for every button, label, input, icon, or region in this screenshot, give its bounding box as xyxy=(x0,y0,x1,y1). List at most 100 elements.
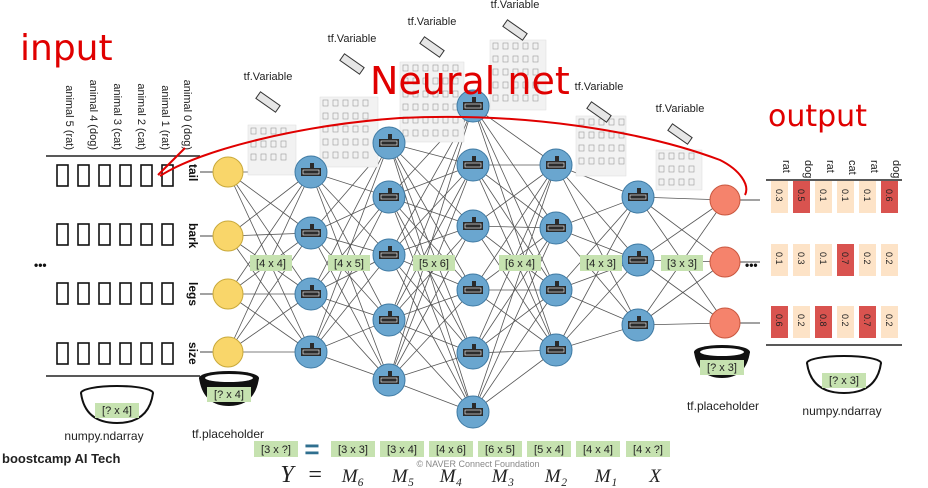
edge xyxy=(310,293,390,381)
machine-icon xyxy=(379,139,399,147)
building-window xyxy=(352,151,359,159)
machine-icon-detail xyxy=(547,225,565,231)
building-window xyxy=(502,68,509,76)
building-window xyxy=(598,144,605,152)
tf-variable-label: tf.Variable xyxy=(575,81,624,93)
edge xyxy=(637,261,726,326)
machine-icon-top xyxy=(555,281,559,286)
building-window xyxy=(280,153,287,161)
feature-label: tail xyxy=(186,164,200,181)
output-cell xyxy=(793,181,810,213)
layer-shape-tag xyxy=(661,255,703,271)
machine-icon xyxy=(546,161,566,169)
handwriting-neural-net: Neural net xyxy=(370,59,570,103)
edge xyxy=(388,164,474,256)
input-cell xyxy=(119,164,132,187)
edge xyxy=(388,142,474,413)
building-window xyxy=(322,138,329,146)
layer-shape-label: [4 x 5] xyxy=(334,258,364,270)
machine-icon xyxy=(463,222,483,230)
equation-shape-tag xyxy=(254,441,298,457)
layer-shape-tag xyxy=(250,255,292,271)
machine-icon xyxy=(379,251,399,259)
machine-icon xyxy=(379,193,399,201)
equation-term: Y xyxy=(280,462,296,488)
machine-icon-detail xyxy=(464,409,482,415)
output-cell xyxy=(837,306,854,338)
boostcamp-logo: boostcamp AI Tech xyxy=(2,451,121,466)
building-window xyxy=(598,157,605,165)
equation-equals-sign: = xyxy=(304,434,319,464)
output-cell xyxy=(815,181,832,213)
output-bowl-label: numpy.ndarray xyxy=(802,404,881,418)
output-cell-value: 0.2 xyxy=(884,314,894,327)
building-window xyxy=(402,129,409,137)
building-window xyxy=(532,68,539,76)
building-window xyxy=(678,152,685,160)
input-bowl-label: numpy.ndarray xyxy=(64,429,143,443)
building-window xyxy=(522,94,529,102)
edge xyxy=(310,232,390,381)
equation-shape: [3 x ?] xyxy=(261,444,291,456)
building-window xyxy=(270,153,277,161)
building-window xyxy=(678,165,685,173)
machine-icon xyxy=(463,102,483,110)
edge xyxy=(472,105,557,229)
building-window xyxy=(332,112,339,120)
output-cell-value: 0.1 xyxy=(862,189,872,202)
building-window xyxy=(522,68,529,76)
machine-icon-detail xyxy=(629,322,647,328)
output-bowl-shape-tag xyxy=(822,373,866,388)
building-window xyxy=(532,81,539,89)
input-cell xyxy=(161,342,174,365)
edge xyxy=(388,289,474,381)
ellipsis-right: ••• xyxy=(745,258,758,272)
output-class-label: dog xyxy=(802,160,814,178)
building-window xyxy=(260,153,267,161)
machine-icon xyxy=(628,193,648,201)
machine-icon-top xyxy=(310,285,314,290)
machine-icon xyxy=(546,286,566,294)
edge xyxy=(472,164,557,227)
output-cell xyxy=(859,306,876,338)
building-window xyxy=(442,64,449,72)
machine-icon-detail xyxy=(302,230,320,236)
building-window xyxy=(412,90,419,98)
output-cell-value: 0.1 xyxy=(774,252,784,265)
output-cell-value: 0.2 xyxy=(884,252,894,265)
machine-icon xyxy=(628,256,648,264)
building-window xyxy=(522,55,529,63)
output-cell-value: 0.3 xyxy=(796,252,806,265)
input-node xyxy=(212,278,244,310)
equation-shape: [6 x 5] xyxy=(485,444,515,456)
machine-icon-top xyxy=(637,188,641,193)
machine-icon-detail xyxy=(464,223,482,229)
building-window xyxy=(532,55,539,63)
input-node xyxy=(212,336,244,368)
input-animal-label: animal 4 (dog) xyxy=(87,80,99,150)
edge xyxy=(472,164,557,229)
machine-icon xyxy=(463,349,483,357)
machine-icon-top xyxy=(388,371,392,376)
input-cell xyxy=(56,282,69,305)
layer-shape-label: [4 x 3] xyxy=(586,258,616,270)
equation-term: = xyxy=(307,462,323,488)
machine-icon-top xyxy=(472,156,476,161)
output-node xyxy=(709,246,741,278)
output-cell-value: 0.2 xyxy=(796,314,806,327)
machine-icon-detail xyxy=(547,287,565,293)
equation-term: M₃ xyxy=(491,466,514,487)
machine-icon xyxy=(463,161,483,169)
machine-icon-detail xyxy=(380,377,398,383)
edge xyxy=(555,227,639,326)
machine-icon-top xyxy=(310,224,314,229)
output-node xyxy=(709,307,741,339)
layer-shape-tags: [4 x 4][4 x 5][5 x 6][6 x 4][4 x 3][3 x … xyxy=(250,255,703,271)
machine-icon-detail xyxy=(464,287,482,293)
edge xyxy=(388,142,474,227)
machine-icon-detail xyxy=(302,349,320,355)
building-window xyxy=(618,131,625,139)
equation-term: M₆ xyxy=(341,466,364,487)
input-cell xyxy=(119,342,132,365)
